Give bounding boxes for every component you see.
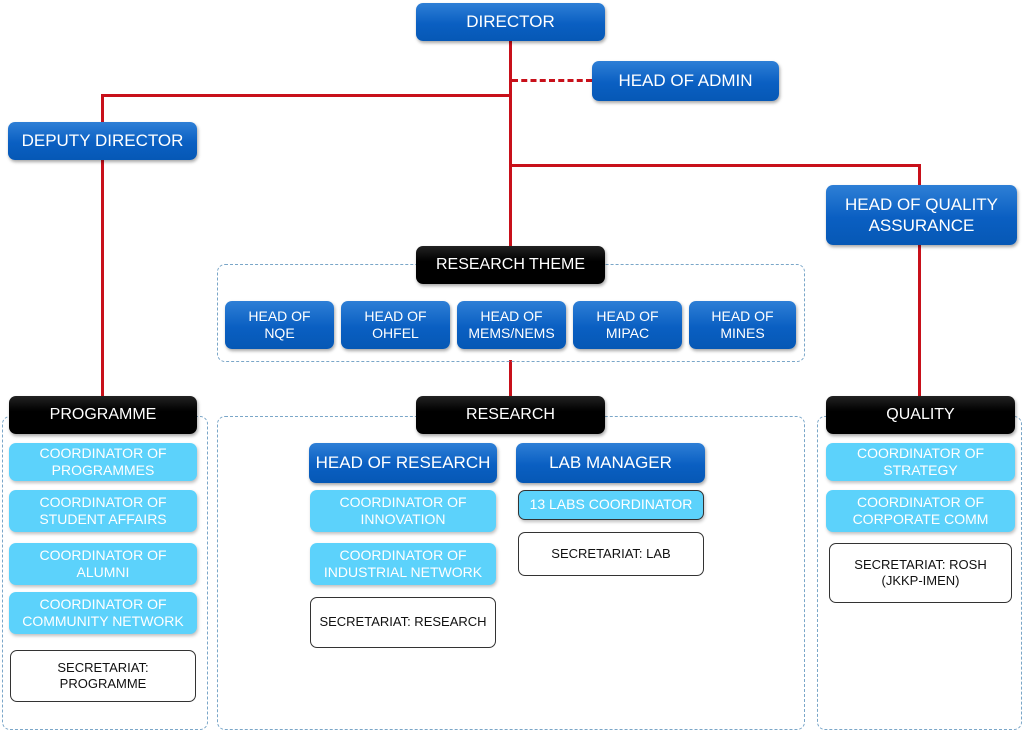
coordinator-of-innovation-box[interactable]: COORDINATOR OF INNOVATION [310,490,496,532]
secretariat-lab-box[interactable]: SECRETARIAT: LAB [518,532,704,576]
secretariat-rosh-box[interactable]: SECRETARIAT: ROSH (JKKP-IMEN) [829,543,1012,603]
director-box[interactable]: DIRECTOR [416,3,605,41]
coordinator-of-community-network-box[interactable]: COORDINATOR OF COMMUNITY NETWORK [9,592,197,634]
research-group [217,416,805,730]
coordinator-of-corporate-comm-box[interactable]: COORDINATOR OF CORPORATE COMM [826,490,1015,532]
coordinator-of-student-affairs-box[interactable]: COORDINATOR OF STUDENT AFFAIRS [9,490,197,532]
quality-header[interactable]: QUALITY [826,396,1015,434]
secretariat-research-box[interactable]: SECRETARIAT: RESEARCH [310,597,496,648]
head-of-quality-assurance-box[interactable]: HEAD OF QUALITY ASSURANCE [826,185,1017,245]
connector-qa-to-quality [918,244,921,398]
head-of-nqe-box[interactable]: HEAD OF NQE [225,301,334,349]
connector-to-qa-vertical [918,164,921,186]
secretariat-programme-box[interactable]: SECRETARIAT: PROGRAMME [10,650,196,702]
lab-manager-box[interactable]: LAB MANAGER [516,443,705,483]
head-of-research-box[interactable]: HEAD OF RESEARCH [309,443,497,483]
head-of-admin-box[interactable]: HEAD OF ADMIN [592,61,779,101]
head-of-mines-box[interactable]: HEAD OF MINES [689,301,796,349]
deputy-director-box[interactable]: DEPUTY DIRECTOR [8,122,197,160]
programme-header[interactable]: PROGRAMME [9,396,197,434]
connector-to-qa-horizontal [509,164,921,167]
connector-theme-to-research [509,360,512,398]
coordinator-of-strategy-box[interactable]: COORDINATOR OF STRATEGY [826,443,1015,481]
coordinator-of-alumni-box[interactable]: COORDINATOR OF ALUMNI [9,543,197,585]
research-header[interactable]: RESEARCH [416,396,605,434]
connector-to-deputy-vertical [101,94,104,124]
connector-deputy-to-programme [101,160,104,398]
connector-to-deputy-horizontal [101,94,512,97]
connector-director-trunk [509,40,512,246]
head-of-ohfel-box[interactable]: HEAD OF OHFEL [341,301,450,349]
head-of-mipac-box[interactable]: HEAD OF MIPAC [573,301,682,349]
head-of-mems-nems-box[interactable]: HEAD OF MEMS/NEMS [457,301,566,349]
connector-admin-dashed [512,79,592,82]
research-theme-header[interactable]: RESEARCH THEME [416,246,605,284]
coordinator-of-industrial-network-box[interactable]: COORDINATOR OF INDUSTRIAL NETWORK [310,543,496,585]
coordinator-of-programmes-box[interactable]: COORDINATOR OF PROGRAMMES [9,443,197,481]
labs-coordinator-box[interactable]: 13 LABS COORDINATOR [518,490,704,520]
